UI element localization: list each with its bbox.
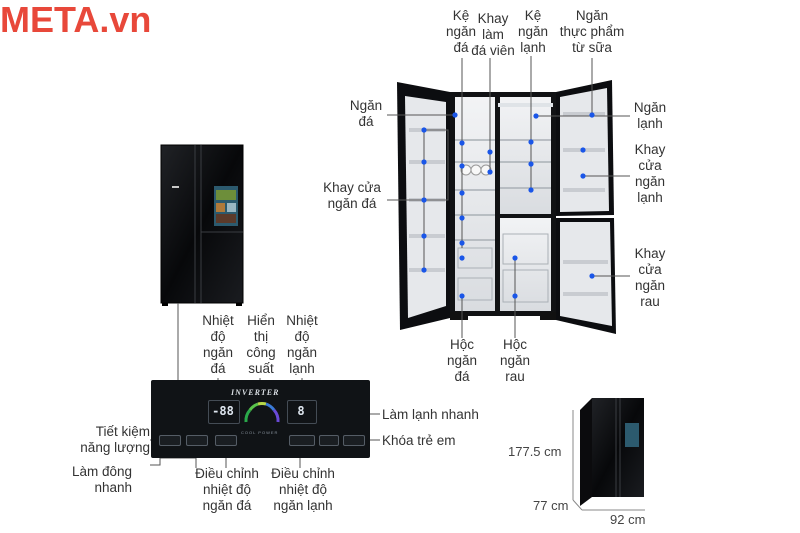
label-ke-ngan-lanh: Kệ ngăn lạnh: [517, 8, 549, 55]
label-hoc-ngan-rau: Hộc ngăn rau: [499, 337, 531, 384]
dimension-height: 177.5 cm: [508, 444, 562, 459]
label-ngan-lanh: Ngăn lạnh: [633, 100, 667, 131]
power-gauge-icon: [244, 401, 280, 423]
fridge-display-frame: [287, 400, 317, 424]
fridge-temp-display: 8: [297, 404, 305, 418]
fridge-open-interior: [397, 80, 616, 334]
label-ngan-thuc-pham-tu-sua: Ngăn thực phẩm từ sữa: [559, 8, 625, 55]
dimension-depth: 77 cm: [533, 498, 569, 513]
quick-cool-button[interactable]: [319, 435, 339, 446]
label-ke-ngan-da: Kệ ngăn đá: [445, 8, 477, 55]
quick-freeze-button[interactable]: [186, 435, 208, 446]
label-khay-cua-ngan-da: Khay cửa ngăn đá: [323, 180, 381, 211]
freezer-display-frame: [208, 400, 240, 424]
fridge-dimension-figure: [572, 398, 645, 511]
child-lock-button[interactable]: [343, 435, 365, 446]
fridge-markers: [421, 112, 595, 299]
label-lam-dong-nhanh: Làm đông nhanh: [71, 464, 132, 495]
label-nhiet-do-ngan-da: Nhiệt độ ngăn đá: [202, 313, 234, 376]
label-tiet-kiem-nang-luong: Tiết kiệm năng lượng: [80, 424, 150, 455]
meta-watermark-logo: META.vn: [0, 0, 152, 40]
label-khay-cua-ngan-lanh: Khay cửa ngăn lạnh: [634, 142, 666, 205]
label-nhiet-do-ngan-lanh: Nhiệt độ ngăn lạnh: [286, 313, 318, 376]
freezer-temp-display: -88: [212, 404, 234, 418]
label-khay-lam-da-vien: Khay làm đá viên: [471, 11, 515, 58]
label-dieu-chinh-ngan-da: Điều chỉnh nhiệt độ ngăn đá: [195, 466, 259, 513]
fridge-temp-button[interactable]: [289, 435, 315, 446]
label-lam-lanh-nhanh: Làm lạnh nhanh: [382, 407, 479, 422]
energy-saving-button[interactable]: [159, 435, 181, 446]
cool-power-label: COOL POWER: [241, 430, 279, 435]
label-hoc-ngan-da: Hộc ngăn đá: [446, 337, 478, 384]
control-panel: INVERTER -88 8 COOL POWER: [151, 380, 370, 458]
label-ngan-da: Ngăn đá: [349, 98, 383, 129]
label-khay-cua-ngan-rau: Khay cửa ngăn rau: [634, 246, 666, 309]
freezer-temp-button[interactable]: [215, 435, 237, 446]
dimension-width: 92 cm: [610, 512, 646, 527]
label-khoa-tre-em: Khóa trẻ em: [382, 433, 456, 448]
label-dieu-chinh-ngan-lanh: Điều chỉnh nhiệt độ ngăn lạnh: [271, 466, 335, 513]
label-hien-thi-cong-suat: Hiển thị công suất: [246, 313, 276, 376]
inverter-brand: INVERTER: [231, 388, 280, 397]
fridge-closed-front: [160, 144, 244, 306]
